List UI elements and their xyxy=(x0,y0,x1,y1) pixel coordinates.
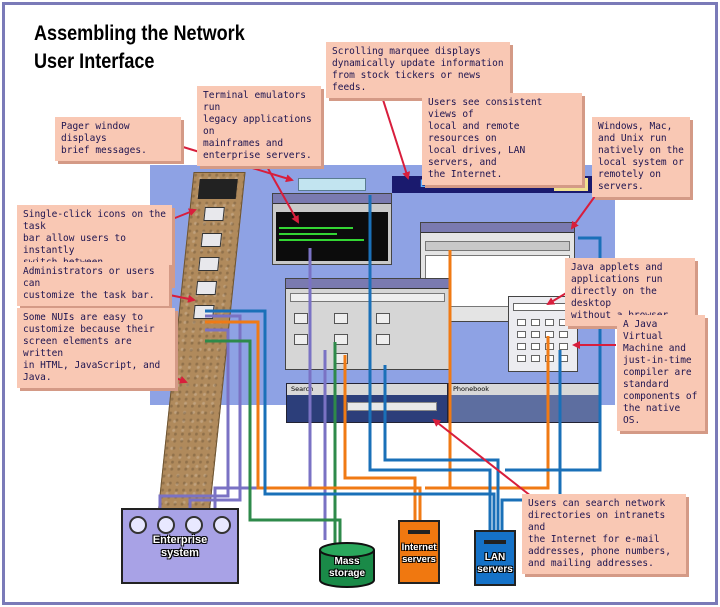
drive-slot xyxy=(484,540,506,544)
callout-oses-text: Windows, Mac, and Unix run natively on t… xyxy=(598,121,684,192)
file-browser-title-bar xyxy=(286,279,449,289)
arrow-search xyxy=(432,418,537,501)
folder-icon xyxy=(334,313,348,324)
callout-customize: Administrators or users can customize th… xyxy=(17,262,169,306)
search-bar: Search xyxy=(286,383,448,423)
tape-reel-icon xyxy=(157,516,175,534)
callout-pager-text: Pager window displays brief messages. xyxy=(61,121,147,156)
callout-terminal-text: Terminal emulators run legacy applicatio… xyxy=(203,90,312,161)
calculator-key xyxy=(545,319,554,326)
file-icon xyxy=(334,334,348,345)
calculator-key xyxy=(559,343,568,350)
terminal-title-bar xyxy=(273,194,391,204)
calculator-key xyxy=(517,355,526,362)
calculator-key xyxy=(517,343,526,350)
calculator-key xyxy=(531,355,540,362)
arrow-oses xyxy=(570,191,599,230)
calculator-key xyxy=(559,331,568,338)
word-processor-title-bar xyxy=(421,223,574,233)
calculator-key xyxy=(531,319,540,326)
drive-slot xyxy=(408,530,430,534)
folder-icon xyxy=(294,313,308,324)
callout-terminal: Terminal emulators run legacy applicatio… xyxy=(197,86,321,166)
word-processor-window xyxy=(420,222,575,322)
folder-icon xyxy=(294,334,308,345)
figure-title: Assembling the Network User Interface xyxy=(34,20,245,76)
mass-storage-label: Mass storage xyxy=(328,556,366,579)
search-bar-label: Search xyxy=(287,384,447,395)
callout-marquee: Scrolling marquee displays dynamically u… xyxy=(326,42,510,98)
lan-wires xyxy=(205,195,602,532)
internet-wires xyxy=(205,250,550,522)
callout-consistent-views: Users see consistent views of local and … xyxy=(422,93,582,185)
mass-storage: Mass storage xyxy=(318,542,376,588)
tape-reel-icon xyxy=(129,516,147,534)
callout-search: Users can search network directories on … xyxy=(522,494,686,574)
file-address-bar xyxy=(290,293,445,302)
lan-servers: LAN servers xyxy=(474,530,516,586)
calculator-key xyxy=(531,343,540,350)
phonebook-bar-label: Phonebook xyxy=(449,384,599,395)
calculator-key xyxy=(531,331,540,338)
word-toolbar xyxy=(425,241,570,251)
tape-reel-icon xyxy=(213,516,231,534)
pager-window xyxy=(298,178,366,191)
enterprise-system: Enterprise system xyxy=(121,508,239,584)
callout-jvm-text: A Java Virtual Machine and just-in-time … xyxy=(623,319,698,426)
callout-consistent-text: Users see consistent views of local and … xyxy=(428,97,543,180)
internet-servers-label: Internet servers xyxy=(401,542,437,565)
internet-servers: Internet servers xyxy=(398,520,440,584)
calculator-key xyxy=(517,319,526,326)
file-browser-window xyxy=(285,278,450,370)
tape-reel-icon xyxy=(185,516,203,534)
callout-some-nuis: Some NUIs are easy to customize because … xyxy=(17,308,175,388)
enterprise-wires xyxy=(158,248,327,540)
title-line-2: User Interface xyxy=(34,50,155,73)
callout-search-text: Users can search network directories on … xyxy=(528,498,671,569)
callout-java-applets-text: Java applets and applications run direct… xyxy=(571,262,674,321)
file-icon xyxy=(376,334,390,345)
search-input xyxy=(347,402,437,411)
arrow-marquee xyxy=(377,83,410,180)
callout-operating-systems: Windows, Mac, and Unix run natively on t… xyxy=(592,117,690,197)
folder-icon xyxy=(376,313,390,324)
callout-marquee-text: Scrolling marquee displays dynamically u… xyxy=(332,46,504,93)
calculator-key xyxy=(517,331,526,338)
phonebook-bar: Phonebook xyxy=(448,383,600,423)
enterprise-system-label: Enterprise system xyxy=(152,534,208,559)
mass-storage-wires xyxy=(205,339,342,545)
callout-pager: Pager window displays brief messages. xyxy=(55,117,181,161)
callout-customize-text: Administrators or users can customize th… xyxy=(23,266,155,301)
callout-jvm: A Java Virtual Machine and just-in-time … xyxy=(617,315,705,431)
calculator-applet xyxy=(508,296,578,372)
database-cylinder-icon xyxy=(319,542,375,588)
title-line-1: Assembling the Network xyxy=(34,22,245,45)
lan-servers-label: LAN servers xyxy=(477,552,513,575)
arrow-java-applets xyxy=(546,291,569,306)
callout-some-nuis-text: Some NUIs are easy to customize because … xyxy=(23,312,161,383)
